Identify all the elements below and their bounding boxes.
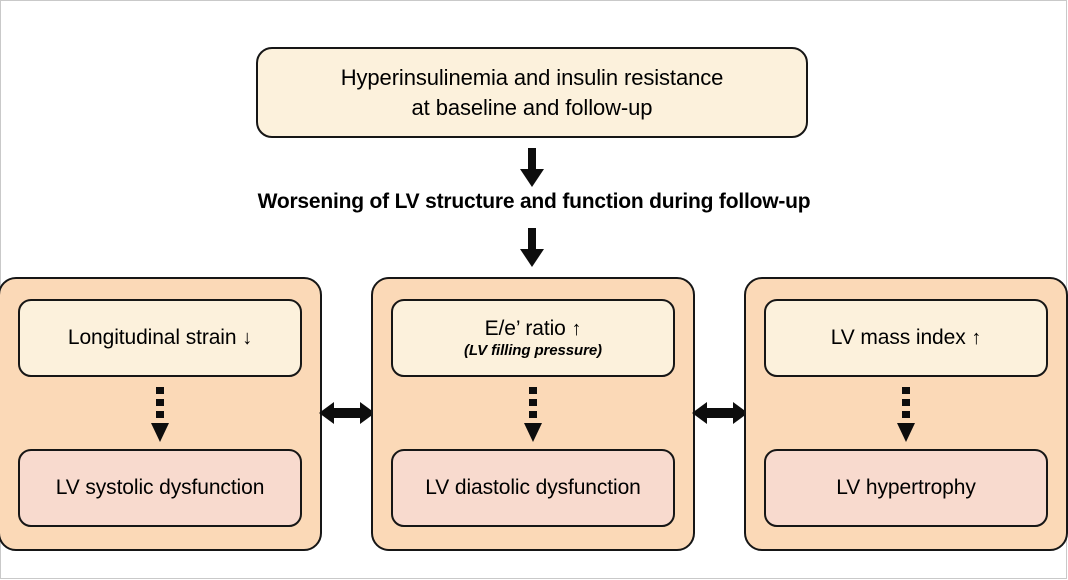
- measure-text: E/e’ ratio: [484, 317, 566, 340]
- outcome-box-diastolic-dysfunction: LV diastolic dysfunction: [391, 449, 675, 527]
- dotted-down-arrow-icon: [895, 387, 917, 443]
- measure-box-longitudinal-strain: Longitudinal strain ↓: [18, 299, 302, 377]
- measure-box-lv-mass-index: LV mass index ↑: [764, 299, 1048, 377]
- top-box-text: Hyperinsulinemia and insulin resistance …: [341, 63, 724, 122]
- trend-up-arrow-icon: ↑: [571, 318, 582, 340]
- down-arrow-icon-top-to-label: [515, 148, 549, 188]
- worsening-label: Worsening of LV structure and function d…: [257, 190, 811, 213]
- top-box-line-2: at baseline and follow-up: [411, 94, 653, 120]
- panel-systolic: Longitudinal strain ↓ LV systolic dysfun…: [0, 277, 322, 551]
- panel-hypertrophy: LV mass index ↑ LV hypertrophy: [744, 277, 1068, 551]
- measure-text: Longitudinal strain: [67, 326, 237, 349]
- dotted-down-arrow-icon: [522, 387, 544, 443]
- trend-down-arrow-icon: ↓: [242, 327, 253, 349]
- outcome-label: LV diastolic dysfunction: [425, 476, 641, 499]
- trend-up-arrow-icon: ↑: [971, 327, 982, 349]
- panel-diastolic: E/e’ ratio ↑ (LV filling pressure) LV di…: [371, 277, 695, 551]
- double-headed-arrow-icon-center-right: [692, 398, 748, 428]
- outcome-label: LV systolic dysfunction: [55, 476, 265, 499]
- outcome-box-systolic-dysfunction: LV systolic dysfunction: [18, 449, 302, 527]
- dotted-down-arrow-icon: [149, 387, 171, 443]
- measure-box-ee-ratio: E/e’ ratio ↑ (LV filling pressure): [391, 299, 675, 377]
- measure-label: E/e’ ratio ↑: [485, 317, 582, 341]
- top-box-line-1: Hyperinsulinemia and insulin resistance: [340, 65, 724, 91]
- outcome-label: LV hypertrophy: [836, 476, 976, 499]
- top-box-hyperinsulinemia: Hyperinsulinemia and insulin resistance …: [256, 47, 808, 138]
- measure-label: Longitudinal strain ↓: [68, 326, 252, 350]
- down-arrow-icon-label-to-panels: [515, 228, 549, 268]
- measure-text: LV mass index: [830, 326, 966, 349]
- outcome-box-lv-hypertrophy: LV hypertrophy: [764, 449, 1048, 527]
- double-headed-arrow-icon-left-center: [319, 398, 375, 428]
- measure-subtitle: (LV filling pressure): [464, 342, 602, 359]
- measure-label: LV mass index ↑: [831, 326, 982, 350]
